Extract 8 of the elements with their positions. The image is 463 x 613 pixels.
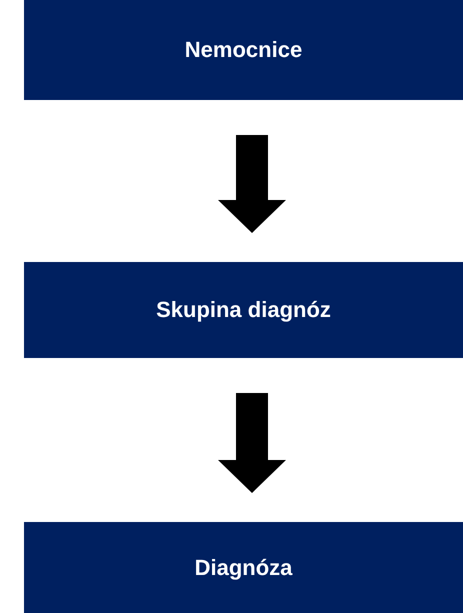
process-box bbox=[24, 262, 463, 358]
box-label: Skupina diagnóz bbox=[156, 297, 331, 323]
arrow bbox=[218, 393, 286, 493]
box-label: Nemocnice bbox=[184, 37, 302, 63]
process-box bbox=[24, 522, 463, 613]
arrow bbox=[218, 135, 286, 233]
box-label: Diagnóza bbox=[194, 554, 292, 580]
process-box bbox=[24, 0, 463, 100]
